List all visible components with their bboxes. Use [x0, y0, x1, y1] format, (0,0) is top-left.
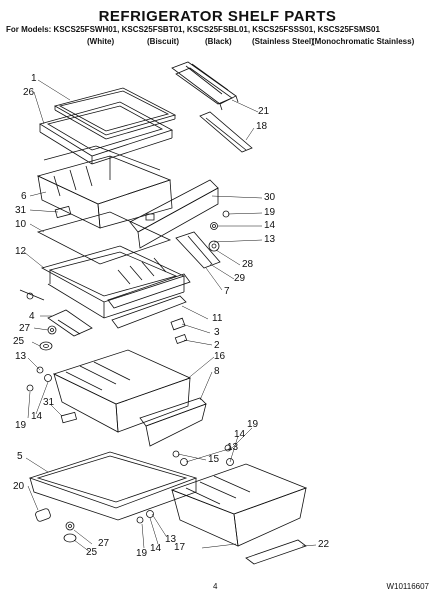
- callout-17: 17: [174, 542, 186, 553]
- clip: [175, 334, 186, 343]
- lower-glass-shelf: [30, 452, 196, 520]
- callout-14-right: 14: [264, 220, 276, 231]
- end-cap: [35, 508, 52, 522]
- callout-18: 18: [256, 121, 268, 132]
- crisper-frame: [20, 246, 190, 318]
- callout-10: 10: [15, 219, 27, 230]
- lower-roller: [64, 522, 76, 542]
- fasteners-left: [27, 367, 52, 391]
- page-title: REFRIGERATOR SHELF PARTS: [98, 8, 337, 25]
- callout-4: 4: [29, 311, 35, 322]
- callout-28: 28: [242, 259, 254, 270]
- callout-7: 7: [224, 286, 230, 297]
- glass-insert: [38, 206, 170, 264]
- lower-rail: [246, 540, 306, 564]
- callout-31: 31: [15, 205, 27, 216]
- callout-25-lower: 25: [86, 547, 98, 558]
- callout-19-lower-right: 19: [247, 419, 259, 430]
- callout-26: 26: [23, 87, 35, 98]
- callout-13-lower-right: 13: [227, 442, 239, 453]
- callout-3: 3: [214, 327, 220, 338]
- fasteners-lower: [137, 445, 234, 523]
- callout-30: 30: [264, 192, 276, 203]
- callout-8: 8: [214, 366, 220, 377]
- callout-5: 5: [17, 451, 23, 462]
- shelf-frame: [40, 102, 172, 164]
- callout-22: 22: [318, 539, 330, 550]
- callout-2: 2: [214, 340, 220, 351]
- fasteners-upper-right: [211, 211, 230, 230]
- callout-29: 29: [234, 273, 246, 284]
- bracket: [48, 310, 92, 336]
- track: [176, 232, 220, 268]
- callout-14-bottom: 14: [150, 543, 162, 554]
- callout-14-left: 14: [31, 411, 43, 422]
- callout-27-lower: 27: [98, 538, 110, 549]
- callout-13-bottom: 13: [165, 534, 177, 545]
- latch: [171, 318, 185, 330]
- callout-6: 6: [21, 191, 27, 202]
- document-number: W10116607: [386, 582, 429, 591]
- finish-biscuit: (Biscuit): [147, 37, 179, 46]
- finish-white: (White): [87, 37, 115, 46]
- callout-20: 20: [13, 481, 25, 492]
- callout-31-lower: 31: [43, 397, 55, 408]
- wheel: [40, 342, 52, 350]
- callout-19-bottom: 19: [136, 548, 148, 559]
- rail-assembly: [172, 62, 238, 110]
- callout-27: 27: [19, 323, 31, 334]
- upper-drawer: [38, 146, 172, 228]
- slide-track: [112, 296, 186, 328]
- lower-crisper-pan: [172, 464, 306, 546]
- crisper-pan: [54, 350, 190, 432]
- side-rail: [200, 112, 252, 152]
- callout-14-lower-right: 14: [234, 429, 246, 440]
- models-line: For Models: KSCS25FSWH01, KSCS25FSBT01, …: [6, 25, 380, 34]
- callout-12: 12: [15, 246, 27, 257]
- glass-shelf: [55, 88, 175, 139]
- crisper-cover: [130, 180, 218, 248]
- finish-black: (Black): [205, 37, 232, 46]
- callout-19-left: 19: [15, 420, 27, 431]
- drawer-front-panel: [140, 398, 206, 446]
- callout-1: 1: [31, 73, 37, 84]
- handle: [61, 412, 76, 422]
- callout-13-right: 13: [264, 234, 276, 245]
- page-number: 4: [213, 582, 218, 591]
- callout-21: 21: [258, 106, 270, 117]
- callout-19-right: 19: [264, 207, 276, 218]
- finish-monochromatic: (Monochromatic Stainless): [312, 37, 415, 46]
- damper: [209, 241, 219, 251]
- callout-16: 16: [214, 351, 226, 362]
- finish-stainless: (Stainless Steel): [252, 37, 314, 46]
- callout-11: 11: [212, 313, 223, 324]
- callout-25: 25: [13, 336, 25, 347]
- callout-15: 15: [208, 454, 220, 465]
- callout-13: 13: [15, 351, 27, 362]
- roller: [48, 326, 56, 334]
- leader-lines: [24, 80, 316, 552]
